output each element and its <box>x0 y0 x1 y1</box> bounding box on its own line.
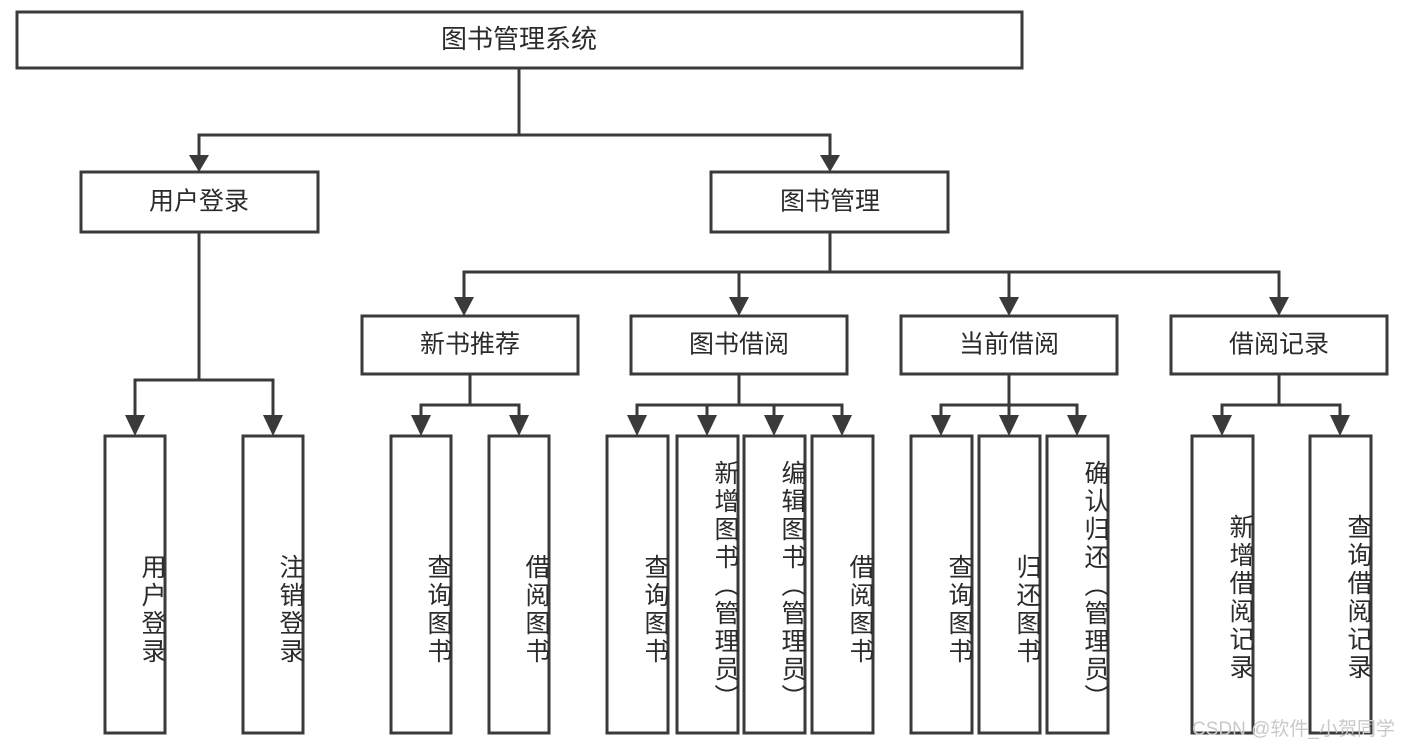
arrowhead-user-login <box>189 155 209 172</box>
arrowhead-book-mgmt <box>820 155 840 172</box>
arrowhead-leaf-borrow-record-2 <box>1330 415 1350 436</box>
node-borrow-record-label: 借阅记录 <box>1229 331 1329 359</box>
watermark-credit: CSDN @软件_小贺同学 <box>1192 719 1395 740</box>
leaf-box-new-book-2[interactable] <box>487 434 551 735</box>
leaf-box-book-borrow-1[interactable] <box>605 434 670 735</box>
node-user-login-label: 用户登录 <box>149 188 249 216</box>
node-borrow-record[interactable]: 借阅记录 <box>1169 314 1389 376</box>
node-root-box <box>15 10 1024 70</box>
leaf-box-book-borrow-3[interactable] <box>742 434 807 735</box>
leaf-box-current-borrow-1[interactable] <box>909 434 974 735</box>
leaf-box-current-borrow-3[interactable] <box>1045 434 1110 735</box>
arrowhead-leaf-book-borrow-4 <box>832 415 852 436</box>
node-book-management-box <box>709 170 950 234</box>
node-current-borrow-box <box>899 314 1119 376</box>
leaf-box-new-book-1[interactable] <box>389 434 453 735</box>
node-book-borrow-box <box>629 314 849 376</box>
leaf-box-borrow-record-1[interactable] <box>1190 434 1255 735</box>
arrowhead-leaf-book-borrow-1 <box>627 415 647 436</box>
arrowhead-current-borrow <box>999 297 1019 316</box>
arrowhead-leaf-current-borrow-2 <box>999 415 1019 436</box>
leaf-box-book-borrow-2[interactable] <box>675 434 740 735</box>
node-new-book-recommend-label: 新书推荐 <box>420 331 520 359</box>
arrowhead-borrow-record <box>1269 297 1289 316</box>
leaf-box-user-login-2[interactable] <box>241 434 305 735</box>
arrowhead-leaf-new-book-2 <box>509 415 529 436</box>
node-book-borrow[interactable]: 图书借阅 <box>629 314 849 376</box>
arrowhead-leaf-book-borrow-3 <box>764 415 784 436</box>
leaf-box-current-borrow-2[interactable] <box>977 434 1042 735</box>
arrowhead-leaf-user-login-1 <box>125 415 145 436</box>
node-book-management[interactable]: 图书管理 <box>709 170 950 234</box>
node-book-borrow-label: 图书借阅 <box>689 331 789 359</box>
leaf-box-user-login-1[interactable] <box>103 434 167 735</box>
node-root-label: 图书管理系统 <box>441 24 597 54</box>
leaf-box-book-borrow-4[interactable] <box>810 434 875 735</box>
leaf-box-borrow-record-2[interactable] <box>1308 434 1373 735</box>
arrowhead-leaf-book-borrow-2 <box>697 415 717 436</box>
node-book-management-label: 图书管理 <box>780 188 880 216</box>
arrowhead-book-borrow <box>729 297 749 316</box>
node-borrow-record-box <box>1169 314 1389 376</box>
arrowhead-leaf-current-borrow-1 <box>931 415 951 436</box>
node-current-borrow[interactable]: 当前借阅 <box>899 314 1119 376</box>
node-current-borrow-label: 当前借阅 <box>959 331 1059 359</box>
arrowhead-leaf-new-book-1 <box>411 415 431 436</box>
node-user-login[interactable]: 用户登录 <box>79 170 320 234</box>
arrowhead-leaf-user-login-2 <box>263 415 283 436</box>
arrowhead-new-book <box>454 297 474 316</box>
node-new-book-recommend-box <box>360 314 580 376</box>
node-root[interactable]: 图书管理系统 <box>15 10 1024 70</box>
arrowhead-leaf-current-borrow-3 <box>1067 415 1087 436</box>
node-new-book-recommend[interactable]: 新书推荐 <box>360 314 580 376</box>
arrowhead-leaf-borrow-record-1 <box>1212 415 1232 436</box>
